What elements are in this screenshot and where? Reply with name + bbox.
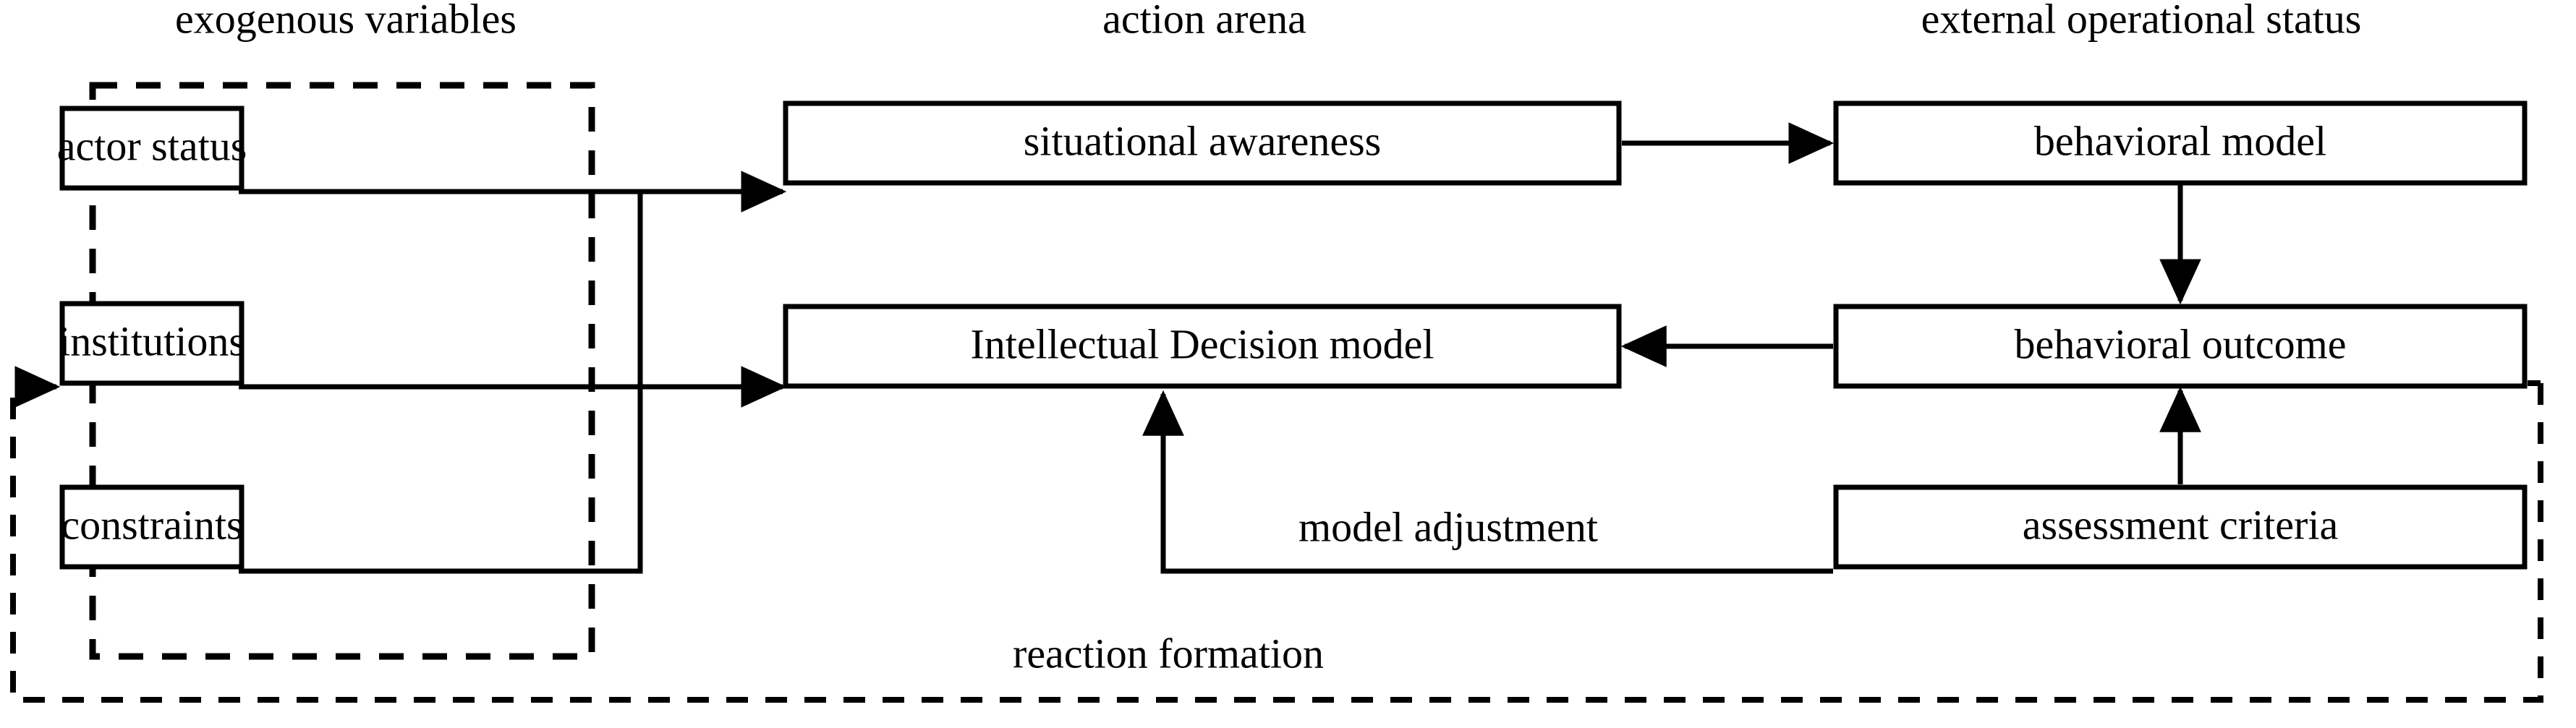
group-title-external-status: external operational status <box>1921 0 2362 42</box>
edge-model-adjustment <box>1142 390 1833 574</box>
exogenous-variables-group-box <box>89 82 595 660</box>
node-actor-status-fill <box>59 106 245 191</box>
group-title-action-arena: action arena <box>1102 0 1306 42</box>
node-institutions-box[interactable] <box>59 301 245 386</box>
node-assessment-criteria-box[interactable] <box>1833 484 2528 570</box>
node-label-intellectual-decision-model: Intellectual Decision model <box>970 320 1434 367</box>
edge-label-reaction-formation: reaction formation <box>1013 630 1324 677</box>
node-behavioral-model-box[interactable] <box>1833 100 2528 186</box>
node-label-institutions: institutions <box>59 317 245 364</box>
node-decision-model-box[interactable] <box>783 304 1622 389</box>
node-constraints-box[interactable] <box>59 484 245 570</box>
node-label-behavioral-outcome: behavioral outcome <box>2015 320 2347 367</box>
node-label-behavioral-model: behavioral model <box>2034 117 2326 164</box>
node-label-assessment-criteria: assessment criteria <box>2023 501 2338 548</box>
edge-label-model-adjustment: model adjustment <box>1298 503 1598 550</box>
node-label-constraints: constraints <box>61 501 242 548</box>
group-title-exogenous: exogenous variables <box>175 0 517 42</box>
node-behavioral-outcome-box[interactable] <box>1833 304 2528 389</box>
edge-constraints-bus <box>239 192 643 574</box>
node-situational-awareness-box[interactable] <box>783 100 1622 186</box>
node-label-situational-awareness: situational awareness <box>1024 117 1381 164</box>
node-label-actor-status: actor status <box>57 122 247 169</box>
